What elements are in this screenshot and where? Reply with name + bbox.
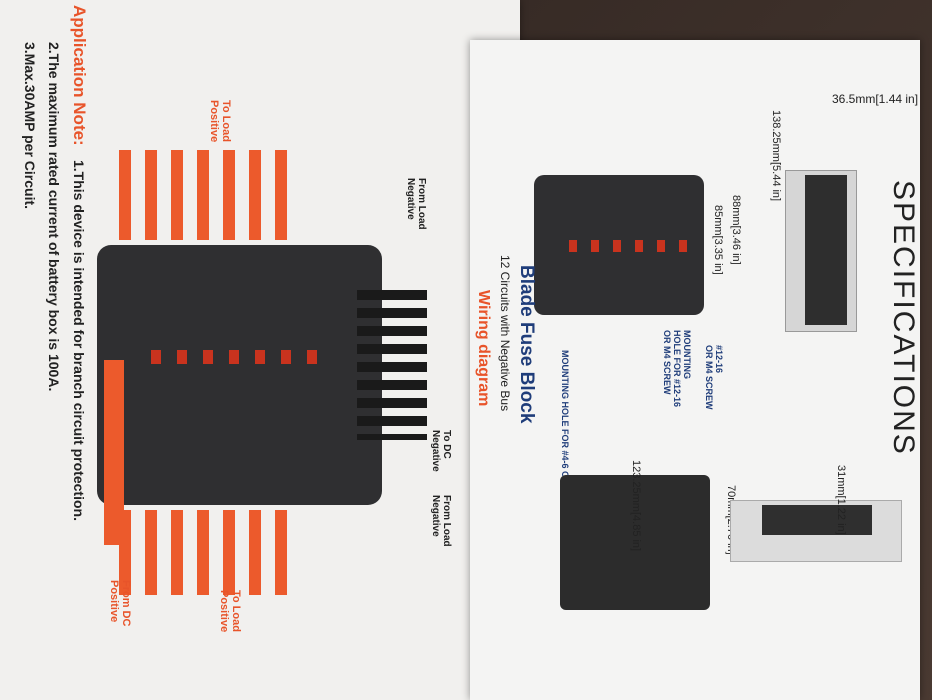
app-note-line1: 1.This device is intended for branch cir… bbox=[71, 160, 87, 521]
dim-side-depth: 31mm[1.22 in] bbox=[835, 465, 847, 535]
side-base-block bbox=[762, 505, 872, 535]
label-to-load-positive-bottom: To Load Positive bbox=[218, 590, 242, 633]
note-mounting: MOUNTING HOLE FOR #12-16 OR M4 SCREW bbox=[662, 330, 692, 408]
app-note-line3: 3.Max.30AMP per Circuit. bbox=[22, 42, 38, 210]
dim-height-outer: 88mm[3.46 in] bbox=[730, 195, 742, 265]
red-fuse-row bbox=[137, 350, 317, 364]
wiring-title: Blade Fuse Block bbox=[516, 265, 537, 424]
dim-width-base: 123.25mm[4.85 in] bbox=[630, 460, 642, 552]
load-positive-wires-bottom bbox=[117, 510, 287, 595]
dim-height-inner: 85mm[3.35 in] bbox=[712, 205, 724, 275]
wiring-subtitle: 12 Circuits with Negative Bus bbox=[498, 255, 512, 412]
dim-width-top: 138.25mm[5.44 in] bbox=[770, 110, 782, 202]
dim-depth: 36.5mm[1.44 in] bbox=[832, 92, 919, 106]
negative-wires bbox=[357, 290, 427, 440]
side-profile-block bbox=[805, 175, 847, 325]
load-positive-wires-top bbox=[117, 150, 287, 240]
fuse-block-main bbox=[97, 245, 382, 505]
wiring-diagram-label: Wiring diagram bbox=[475, 290, 492, 407]
label-to-load-positive-top: To Load Positive bbox=[208, 100, 232, 143]
dc-positive-wire bbox=[104, 360, 124, 545]
note-screw: #12-16 OR M4 SCREW bbox=[704, 345, 724, 410]
label-from-dc-positive: From DC Positive bbox=[108, 580, 132, 627]
app-note-heading: Application Note: bbox=[70, 5, 89, 146]
top-view-fuse-row bbox=[557, 240, 687, 252]
app-note-line2: 2.The maximum rated current of battery b… bbox=[46, 42, 62, 392]
label-from-load-negative-bottom: From Load Negative bbox=[430, 495, 452, 547]
spec-heading: SPECIFICATIONS bbox=[887, 180, 920, 456]
label-from-load-negative-top: From Load Negative bbox=[405, 178, 427, 230]
label-to-dc-negative: To DC Negative bbox=[430, 430, 452, 472]
